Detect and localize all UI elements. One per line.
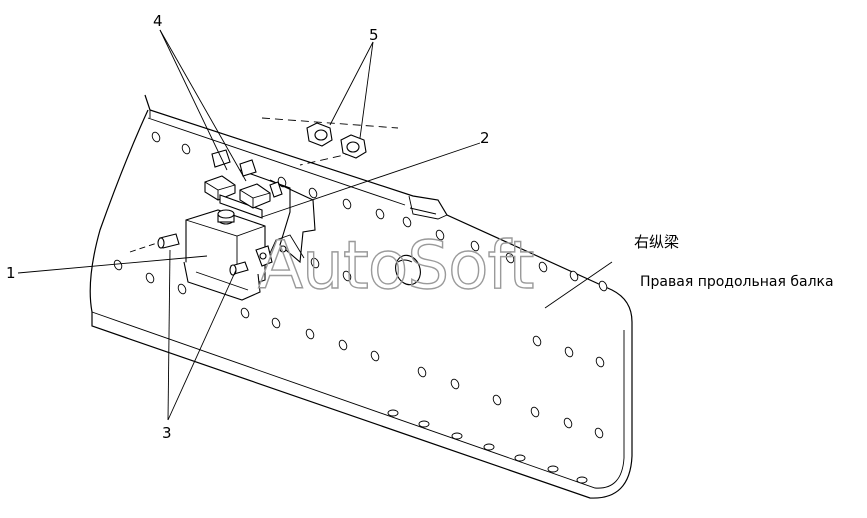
callout-1: 1 — [6, 264, 16, 282]
bracket-part — [239, 169, 316, 264]
screws-part — [129, 233, 249, 276]
bolts-part — [204, 149, 283, 219]
label-chinese: 右纵梁 — [634, 233, 679, 251]
nuts-part — [261, 117, 399, 166]
plug-hole — [395, 254, 421, 286]
label-russian: Правая продольная балка — [640, 274, 834, 290]
web-holes — [113, 257, 605, 484]
frame-rail-plate — [89, 94, 633, 499]
watermark-text: AutoSoft — [258, 227, 534, 304]
leader-lines — [17, 29, 613, 421]
callout-3: 3 — [162, 424, 172, 442]
callout-4: 4 — [153, 12, 163, 30]
callout-5: 5 — [369, 26, 379, 44]
callout-2: 2 — [480, 129, 490, 147]
